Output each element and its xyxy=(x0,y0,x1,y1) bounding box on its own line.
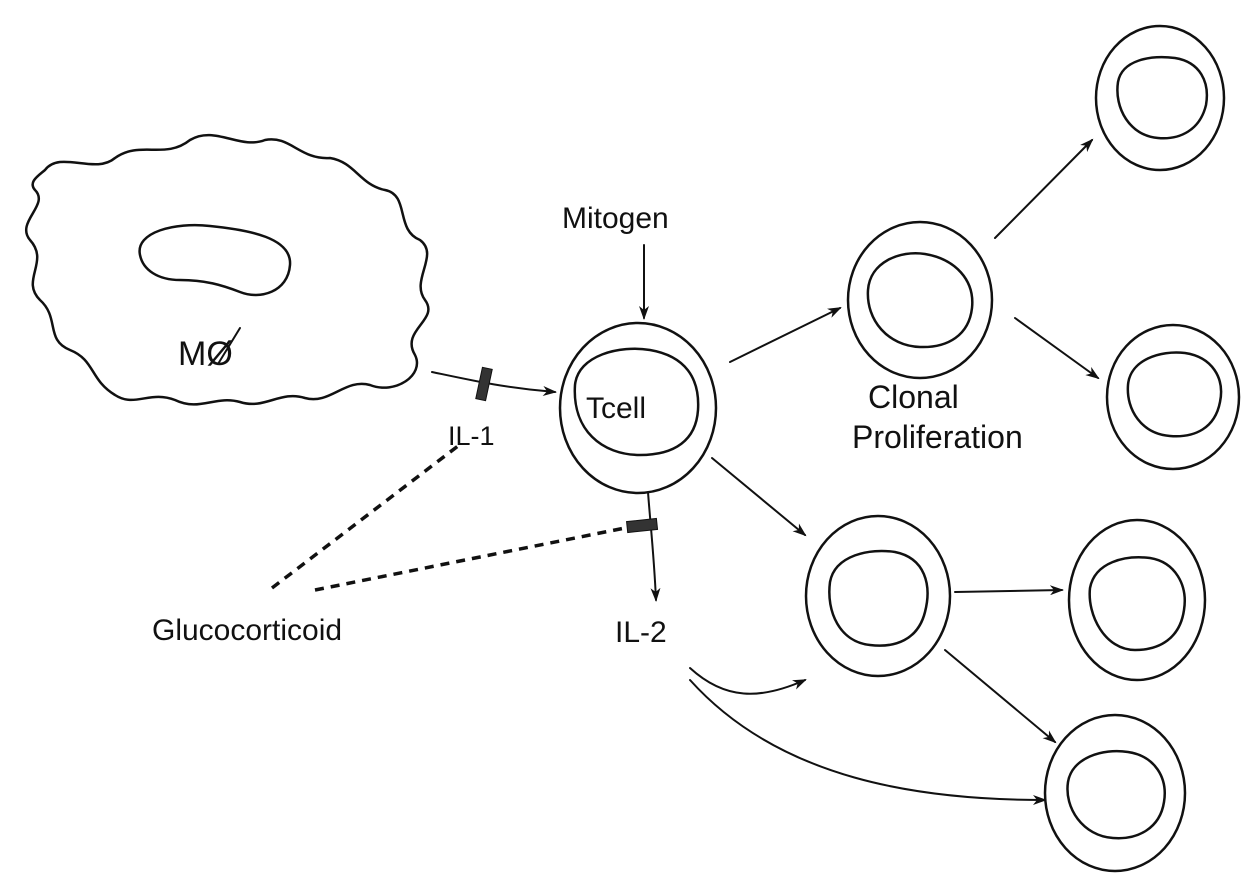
il1-block-mark xyxy=(475,366,493,402)
il2-label: IL-2 xyxy=(615,616,667,649)
upper-to-top-right-arrow xyxy=(994,138,1094,239)
t-cell-nucleus xyxy=(573,347,700,457)
cell-outer xyxy=(1105,323,1241,471)
cell-bottom-right xyxy=(1043,713,1187,873)
t-cell-label: Tcell xyxy=(586,392,646,425)
glucocorticoid-to-il2-dashed-line xyxy=(314,526,626,592)
daughter-cell-lower xyxy=(804,514,952,678)
clonal-proliferation-line2: Proliferation xyxy=(852,419,1023,455)
clonal-proliferation-line1: Clonal xyxy=(868,379,959,415)
macrophage-outline xyxy=(24,133,430,406)
macrophage-slash xyxy=(217,327,241,365)
cell-lower-right xyxy=(1067,518,1207,682)
il2-to-lower-daughter-arrow xyxy=(689,667,807,695)
tcell-to-lower-daughter-arrow xyxy=(711,457,807,537)
cell-nucleus xyxy=(1088,556,1186,652)
t-cell: Tcell xyxy=(558,321,718,495)
cell-outer xyxy=(1067,518,1207,682)
cell-outer xyxy=(1094,24,1226,172)
il1-arrow xyxy=(431,371,557,397)
glucocorticoid-label: Glucocorticoid xyxy=(152,614,342,647)
il2-block-mark xyxy=(626,517,659,534)
t-cell-outer xyxy=(558,321,718,495)
mitogen-label: Mitogen xyxy=(562,202,669,235)
cell-nucleus xyxy=(1066,749,1166,840)
cell-nucleus xyxy=(1126,351,1223,438)
cell-nucleus xyxy=(828,549,929,647)
lower-to-right-arrow xyxy=(954,585,1064,596)
cell-top-right xyxy=(1094,24,1226,172)
cell-nucleus xyxy=(866,252,974,349)
daughter-cell-upper xyxy=(846,220,994,380)
cell-mid-right xyxy=(1105,323,1241,471)
lower-to-bottom-right-arrow xyxy=(944,649,1057,744)
cell-outer xyxy=(804,514,952,678)
cell-outer xyxy=(846,220,994,380)
macrophage: MØ xyxy=(24,133,430,406)
tcell-to-upper-daughter-arrow xyxy=(729,307,842,363)
cell-outer xyxy=(1043,713,1187,873)
cell-nucleus xyxy=(1116,56,1209,140)
macrophage-nucleus xyxy=(138,223,292,297)
glucocorticoid-to-il1-dashed-line xyxy=(270,444,460,590)
il2-arrow xyxy=(647,491,661,602)
il2-to-bottom-right-arrow xyxy=(689,679,1047,805)
upper-to-mid-right-arrow xyxy=(1014,317,1100,380)
